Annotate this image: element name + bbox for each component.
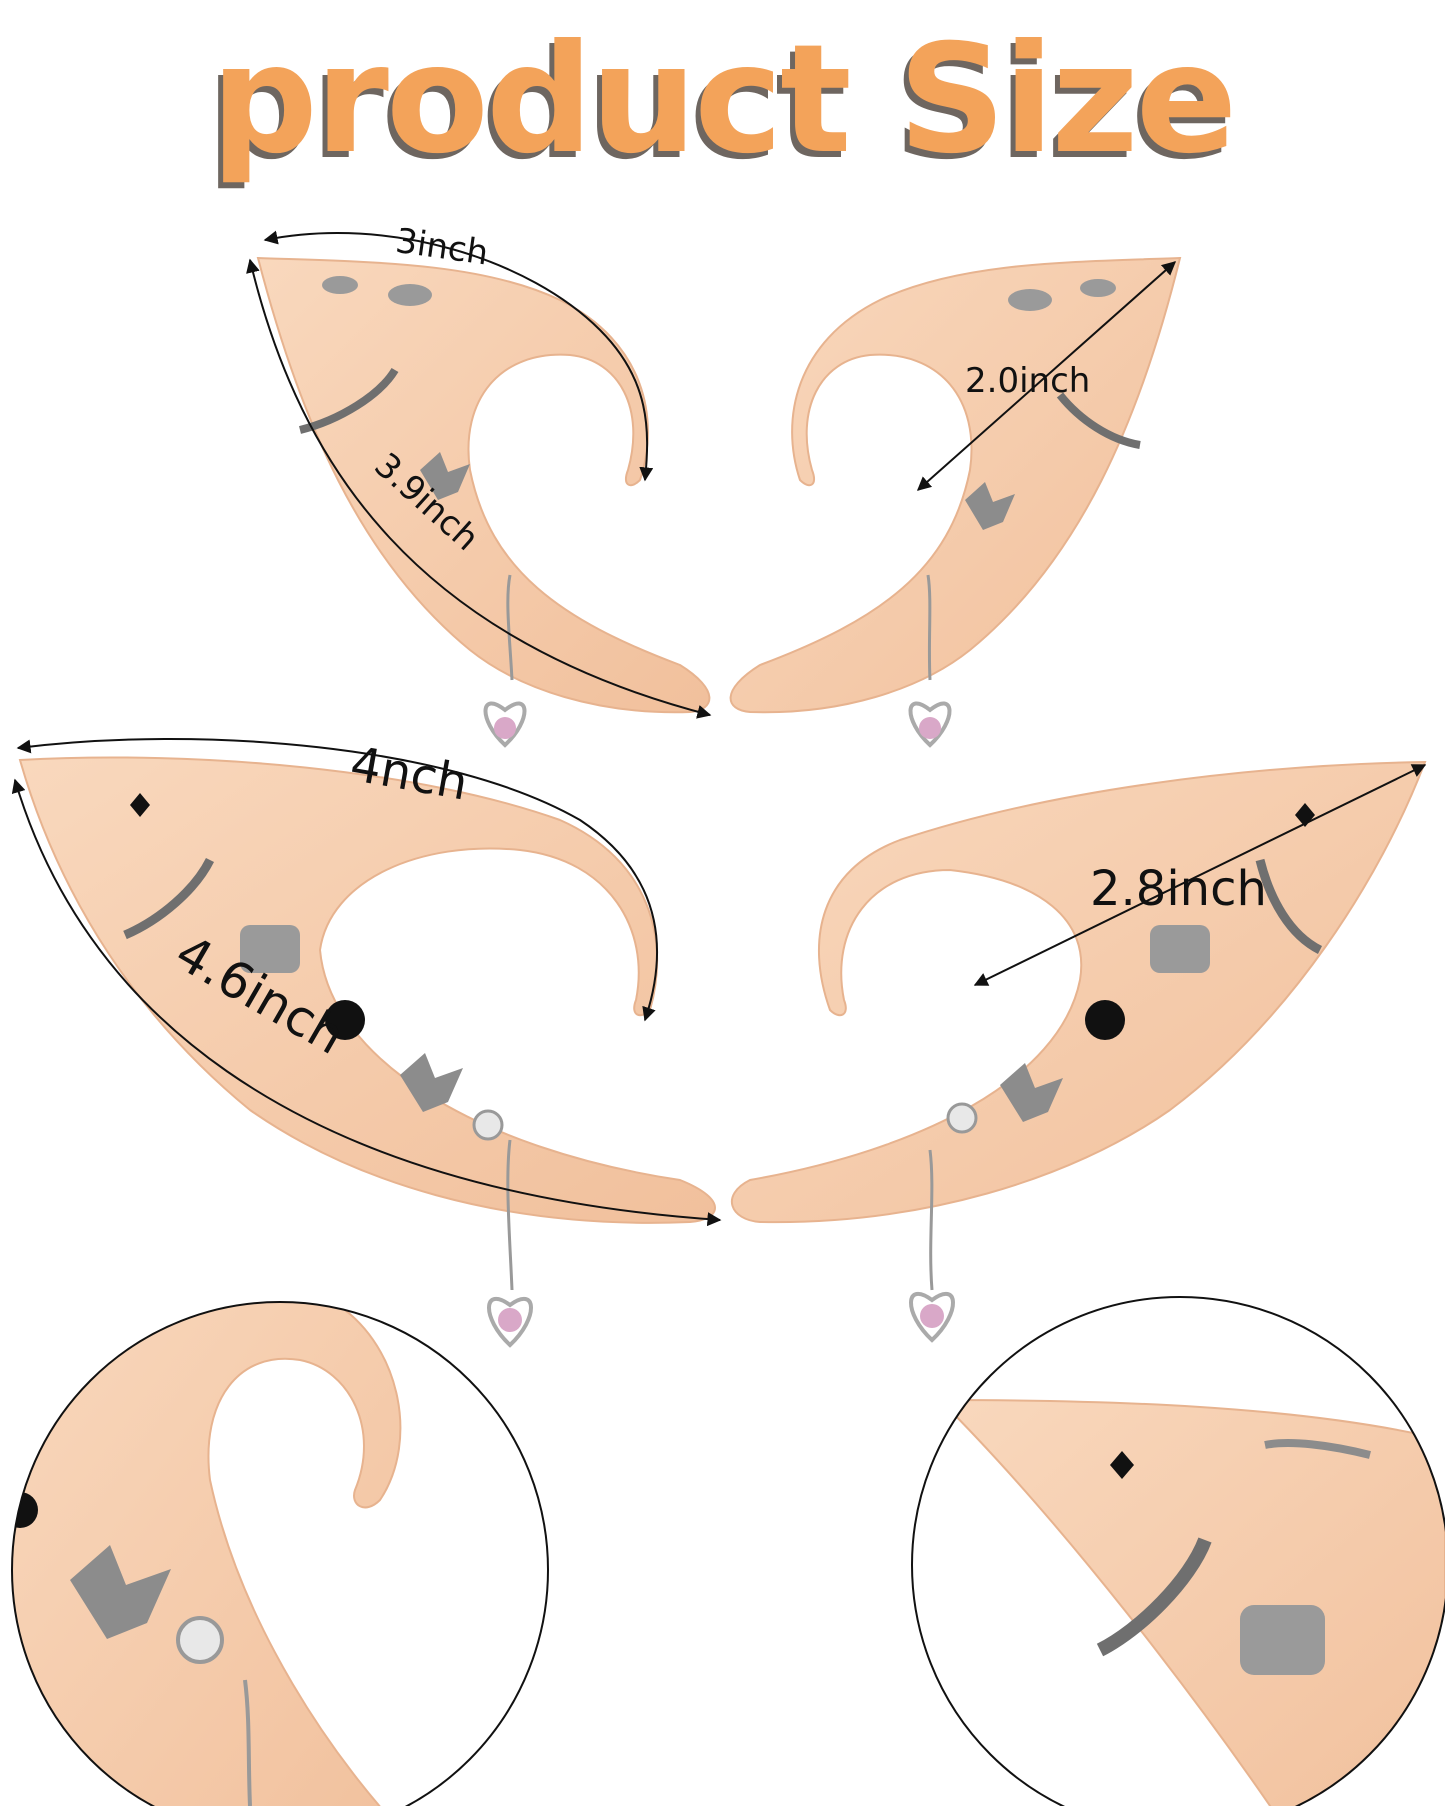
bar-charm-icon (1264, 1439, 1371, 1459)
chain-cuff-icon (1096, 1537, 1212, 1657)
butterfly-charm-icon (965, 482, 1015, 530)
elf-ear-icon (18, 756, 716, 1224)
large-ear-right (730, 760, 1427, 1343)
elf-ear-closeup (12, 1302, 423, 1806)
butterfly-charm-icon (1000, 1063, 1063, 1122)
earring-hook-icon (243, 1679, 252, 1806)
heart-earring-icon (908, 574, 952, 748)
page-title: product Size (210, 13, 1238, 187)
rune-charm-icon (1150, 925, 1210, 973)
small-depth-label: 2.0inch (965, 361, 1090, 401)
pearl-charm-icon (176, 1616, 224, 1664)
detail-circle-right (911, 1296, 1445, 1806)
small-depth-line (916, 261, 1177, 491)
pearl-charm-icon (946, 1102, 978, 1134)
detail-circle-left (11, 1301, 549, 1806)
large-depth-label: 2.8inch (1090, 861, 1267, 917)
flower-charm-icon (1085, 1000, 1125, 1040)
large-length-line (11, 778, 722, 1227)
elf-ear-closeup (937, 1398, 1445, 1806)
heart-earring-icon (909, 1149, 955, 1343)
small-length-line (246, 258, 712, 719)
rune-charm-icon (1240, 1605, 1325, 1675)
elf-ear-icon (730, 760, 1427, 1224)
elf-ear-icon (729, 256, 1182, 714)
flower-charm-icon (12, 1492, 38, 1528)
butterfly-charm-icon (70, 1545, 171, 1639)
pearl-charm-icon (472, 1109, 504, 1141)
heart-charm-icon (1110, 1451, 1134, 1479)
elf-ear-icon (256, 256, 711, 714)
small-ear-right (729, 256, 1182, 748)
large-depth-line (973, 764, 1427, 986)
small-ear-left (256, 256, 711, 748)
